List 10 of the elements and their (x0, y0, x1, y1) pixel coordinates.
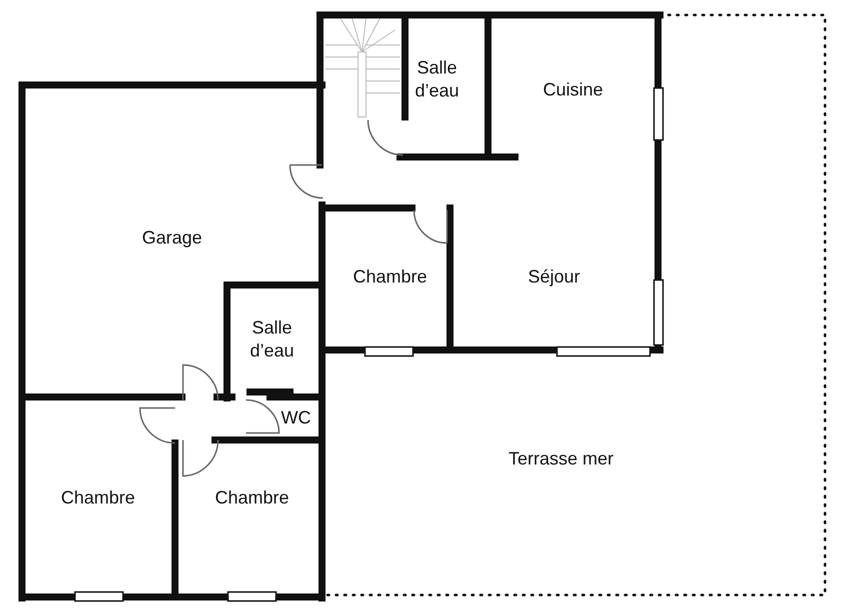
room-label: Chambre (352, 265, 428, 288)
room-label: WC (280, 406, 312, 430)
room-label: Salle d’eau (414, 56, 460, 103)
room-label: Garage (140, 226, 204, 250)
room-label: Cuisine (542, 78, 604, 102)
room-label: Salle d’eau (248, 316, 296, 363)
room-label: Chambre (214, 486, 290, 510)
room-label: Chambre (60, 486, 136, 510)
room-label: Séjour (526, 265, 582, 288)
room-label: Terrasse mer (507, 447, 615, 470)
